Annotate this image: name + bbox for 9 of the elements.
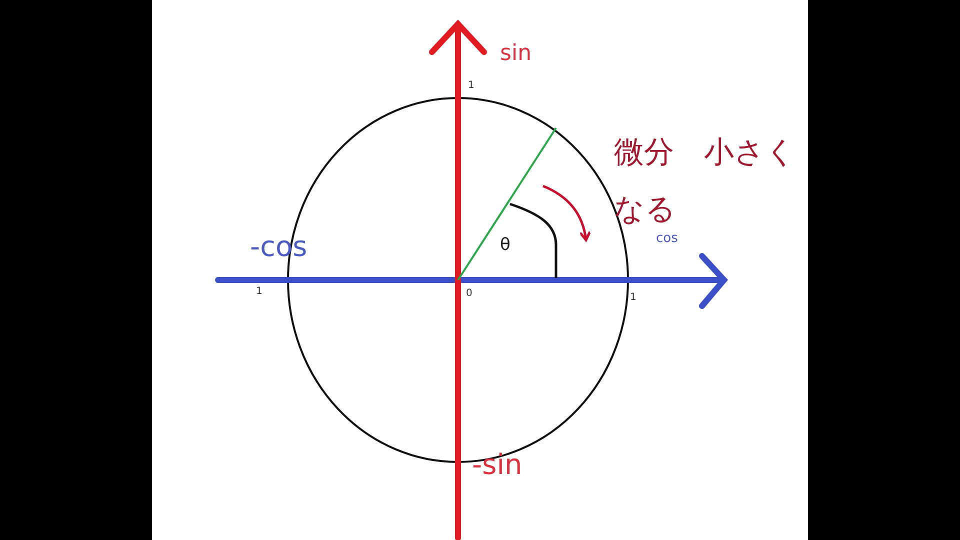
axis-label: -sin	[472, 450, 522, 481]
angle-label: θ	[500, 236, 510, 255]
axis-label: sin	[500, 42, 532, 66]
tick-label: 1	[468, 80, 474, 91]
tick-label: 0	[466, 288, 472, 299]
note-text: 微分 小さくなる	[614, 134, 797, 229]
axis-label: cos	[656, 232, 678, 246]
tick-label: 1	[256, 286, 262, 297]
tick-label: 1	[630, 292, 636, 303]
